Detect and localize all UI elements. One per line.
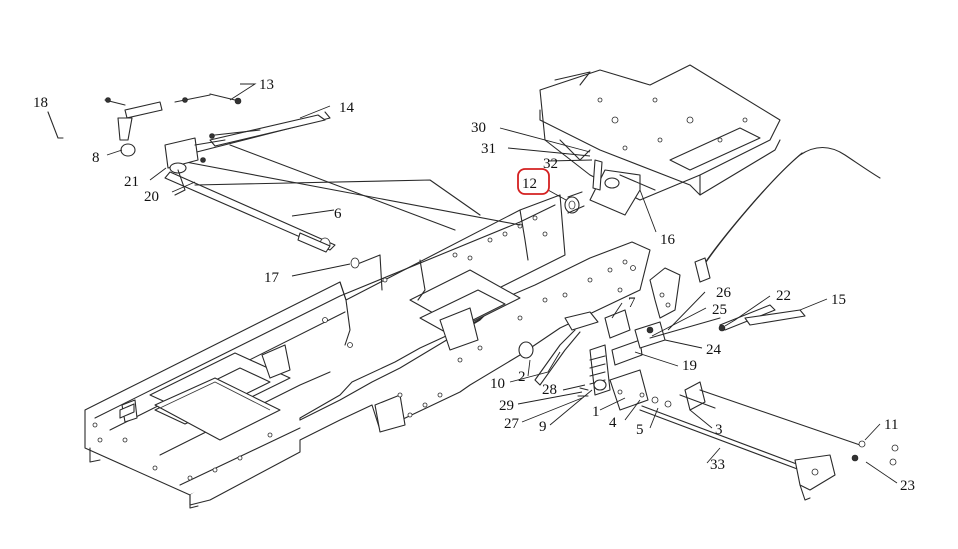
label-part-18: 18 — [33, 95, 48, 111]
label-part-11: 11 — [884, 417, 898, 433]
label-part-22: 22 — [776, 288, 791, 304]
pin-part-18 — [47, 111, 64, 139]
label-part-9: 9 — [539, 419, 547, 435]
label-part-14: 14 — [339, 100, 355, 116]
label-part-23: 23 — [900, 478, 915, 494]
label-part-12: 12 — [522, 176, 537, 192]
chassis-frame — [84, 194, 651, 509]
label-part-30: 30 — [471, 120, 486, 136]
label-part-27: 27 — [504, 416, 520, 432]
label-part-32: 32 — [543, 156, 558, 172]
label-part-21: 21 — [124, 174, 139, 190]
label-part-17: 17 — [264, 270, 280, 286]
throttle-cable — [699, 146, 881, 271]
label-part-26: 26 — [716, 285, 732, 301]
upper-left-linkage — [104, 93, 261, 196]
pedal-assembly — [518, 267, 899, 501]
label-part-24: 24 — [706, 342, 722, 358]
label-part-1: 1 — [592, 404, 600, 420]
label-part-29: 29 — [499, 398, 514, 414]
label-part-20: 20 — [144, 189, 159, 205]
label-part-6: 6 — [334, 206, 342, 222]
label-part-2: 2 — [518, 369, 526, 385]
label-part-15: 15 — [831, 292, 846, 308]
bushing-part-12 — [564, 191, 585, 214]
highlight-ring-part-12 — [517, 168, 550, 195]
label-part-4: 4 — [609, 415, 617, 431]
mount-plate — [539, 64, 781, 216]
label-part-3: 3 — [715, 422, 723, 438]
label-part-13: 13 — [259, 77, 274, 93]
label-part-7: 7 — [628, 295, 636, 311]
label-part-16: 16 — [660, 232, 676, 248]
label-part-5: 5 — [636, 422, 644, 438]
label-part-33: 33 — [710, 457, 725, 473]
label-part-25: 25 — [712, 302, 727, 318]
leader-lines — [106, 83, 898, 484]
label-part-10: 10 — [490, 376, 505, 392]
label-part-28: 28 — [542, 382, 557, 398]
label-part-19: 19 — [682, 358, 697, 374]
part-labels: 18 13 14 8 21 20 6 17 30 31 32 12 16 7 2… — [33, 77, 915, 494]
shaft-assembly — [164, 111, 521, 269]
label-part-8: 8 — [92, 150, 100, 166]
label-part-31: 31 — [481, 141, 496, 157]
